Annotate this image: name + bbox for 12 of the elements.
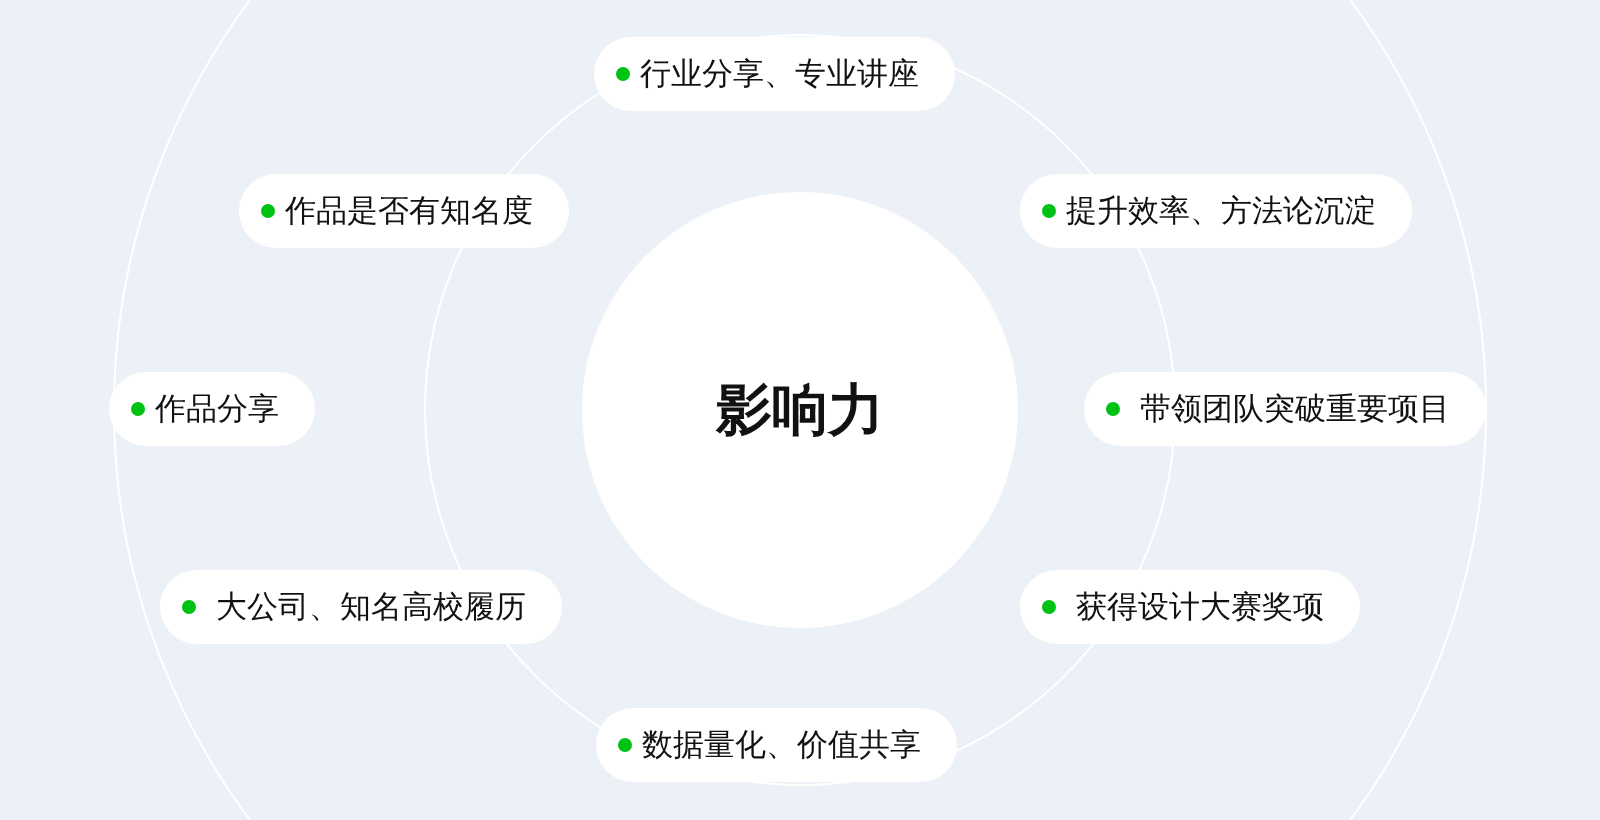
tag-label: 作品是否有知名度	[285, 192, 533, 230]
pill-tag	[1084, 372, 1486, 446]
tag-label: 行业分享、专业讲座	[640, 55, 919, 93]
tag-label: 提升效率、方法论沉淀	[1066, 192, 1376, 230]
tag-label: 带领团队突破重要项目	[1140, 390, 1450, 428]
tag-label: 数据量化、价值共享	[642, 726, 921, 764]
tag-label: 作品分享	[155, 390, 279, 428]
pill-tag	[596, 708, 957, 782]
pill-tag	[594, 37, 955, 111]
tag-label: 获得设计大赛奖项	[1076, 588, 1324, 626]
hub-label: 影响力	[716, 377, 884, 443]
tag-label: 大公司、知名高校履历	[216, 588, 526, 626]
